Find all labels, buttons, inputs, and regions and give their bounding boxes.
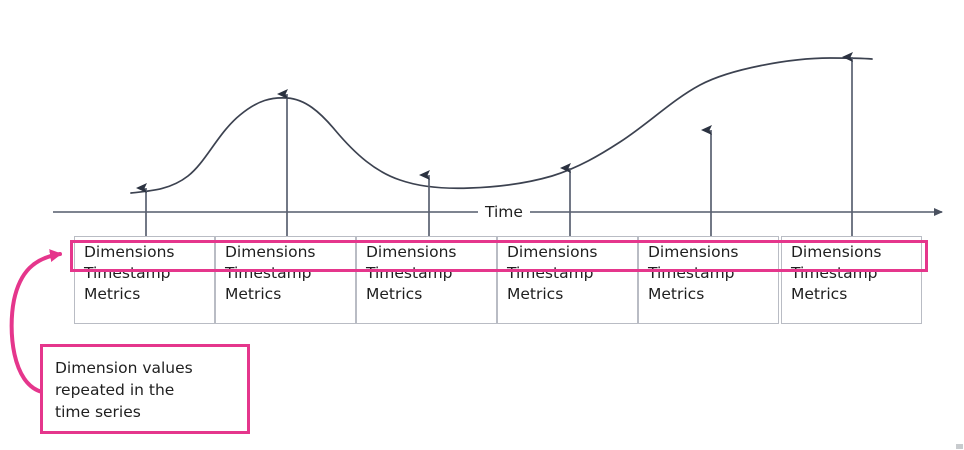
record-timestamp-label: Timestamp: [791, 264, 878, 282]
record-metrics-label: Metrics: [84, 285, 141, 303]
record-dimensions-label: Dimensions: [366, 243, 457, 261]
record-box-2[interactable]: Dimensions Timestamp Metrics: [215, 236, 356, 324]
record-dimensions-label: Dimensions: [225, 243, 316, 261]
record-dimensions-label: Dimensions: [507, 243, 598, 261]
record-box-3[interactable]: Dimensions Timestamp Metrics: [356, 236, 497, 324]
record-box-4[interactable]: Dimensions Timestamp Metrics: [497, 236, 638, 324]
record-timestamp-label: Timestamp: [84, 264, 171, 282]
callout-line-2: repeated in the: [55, 381, 175, 399]
corner-mark: [956, 444, 963, 449]
callout-line-1: Dimension values: [55, 359, 193, 377]
record-timestamp-label: Timestamp: [507, 264, 594, 282]
record-timestamp-label: Timestamp: [366, 264, 453, 282]
record-metrics-label: Metrics: [225, 285, 282, 303]
record-metrics-label: Metrics: [366, 285, 423, 303]
record-dimensions-label: Dimensions: [648, 243, 739, 261]
callout-box: Dimension values repeated in the time se…: [40, 344, 250, 434]
record-box-5[interactable]: Dimensions Timestamp Metrics: [638, 236, 779, 324]
time-axis-label: Time: [478, 203, 530, 221]
record-metrics-label: Metrics: [648, 285, 705, 303]
callout-line-3: time series: [55, 403, 141, 421]
record-metrics-label: Metrics: [507, 285, 564, 303]
record-box-1[interactable]: Dimensions Timestamp Metrics: [74, 236, 215, 324]
record-box-6[interactable]: Dimensions Timestamp Metrics: [781, 236, 922, 324]
record-dimensions-label: Dimensions: [791, 243, 882, 261]
record-timestamp-label: Timestamp: [648, 264, 735, 282]
metric-curve: [130, 57, 873, 194]
record-timestamp-label: Timestamp: [225, 264, 312, 282]
record-dimensions-label: Dimensions: [84, 243, 175, 261]
record-metrics-label: Metrics: [791, 285, 848, 303]
callout-curved-arrow-icon: [9, 249, 62, 394]
